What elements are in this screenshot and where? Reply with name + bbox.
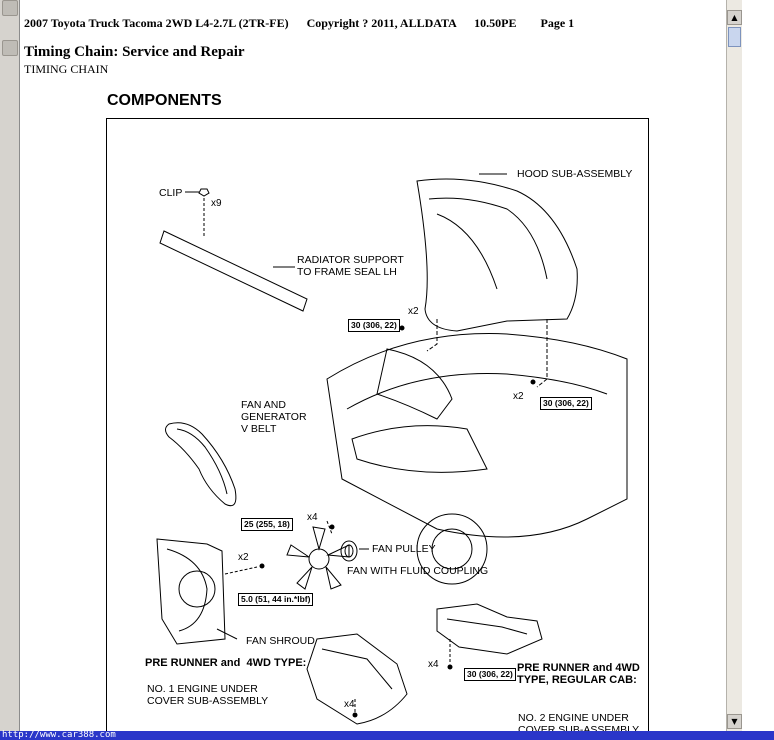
fan-drawing	[286, 526, 350, 590]
fan-pulley-drawing	[340, 540, 358, 562]
fan-pulley-label: FAN PULLEY	[372, 543, 436, 555]
bookmarks-panel-icon[interactable]	[2, 40, 18, 56]
fan-bolt-qty: x4	[307, 512, 318, 523]
radiator-seal-label: RADIATOR SUPPORT TO FRAME SEAL LH	[297, 254, 404, 278]
status-url: http://www.car388.com	[2, 730, 116, 740]
page-subtitle: TIMING CHAIN	[24, 62, 109, 76]
shroud-torque: 5.0 (51, 44 in.*lbf)	[238, 593, 314, 606]
navigation-pane-strip	[0, 0, 20, 740]
prerunner-4wd-heading: PRE RUNNER and 4WD TYPE:	[145, 657, 307, 669]
diagram-artwork	[156, 173, 628, 725]
clip-label: CLIP	[159, 187, 183, 199]
fan-shroud-label: FAN SHROUD	[246, 635, 315, 647]
scroll-thumb[interactable]	[728, 27, 741, 47]
engine-under-cover-1-drawing	[306, 633, 408, 725]
page-title: Timing Chain: Service and Repair	[24, 44, 245, 60]
scroll-up-icon[interactable]: ▲	[727, 10, 742, 25]
fan-coupling-label: FAN WITH FLUID COUPLING	[347, 565, 489, 577]
hood-bolt-qty-right: x2	[513, 391, 524, 402]
fan-belt-drawing	[165, 422, 237, 507]
document-page: 2007 Toyota Truck Tacoma 2WD L4-2.7L (2T…	[20, 0, 723, 732]
status-bar	[0, 731, 774, 740]
vertical-scrollbar[interactable]: ▲ ▼	[726, 0, 742, 740]
scroll-down-icon[interactable]: ▼	[727, 714, 742, 729]
components-heading: COMPONENTS	[107, 92, 222, 109]
under-cover-qty-right: x4	[428, 659, 439, 670]
hood-label: HOOD SUB-ASSEMBLY	[517, 168, 633, 180]
truck-body-drawing	[326, 333, 628, 538]
radiator-seal-drawing	[159, 230, 308, 312]
hood-bolt-qty-left: x2	[408, 306, 419, 317]
under-cover-qty-left: x4	[344, 699, 355, 710]
engine-under-cover-1-label: NO. 1 ENGINE UNDER COVER SUB-ASSEMBLY	[147, 683, 269, 707]
shroud-bolt-qty: x2	[238, 552, 249, 563]
fan-shroud-drawing	[156, 538, 226, 645]
components-diagram: CLIP x9 RADIATOR SUPPORT TO FRAME SEAL L…	[106, 118, 649, 732]
hood-torque-right: 30 (306, 22)	[540, 397, 592, 410]
pages-panel-icon[interactable]	[2, 0, 18, 16]
under-cover-torque: 30 (306, 22)	[464, 668, 516, 681]
page-header: 2007 Toyota Truck Tacoma 2WD L4-2.7L (2T…	[24, 16, 575, 30]
engine-under-cover-2-label: NO. 2 ENGINE UNDER COVER SUB-ASSEMBLY	[518, 712, 640, 732]
clip-drawing	[198, 188, 210, 197]
hood-torque-left: 30 (306, 22)	[348, 319, 400, 332]
fan-torque: 25 (255, 18)	[241, 518, 293, 531]
clip-qty: x9	[211, 198, 222, 209]
hood-drawing	[416, 178, 578, 332]
fan-belt-label: FAN AND GENERATOR V BELT	[241, 399, 307, 435]
engine-under-cover-2-drawing	[436, 603, 543, 655]
prerunner-regular-heading: PRE RUNNER and 4WD TYPE, REGULAR CAB:	[517, 662, 640, 686]
viewer-background	[742, 0, 774, 740]
